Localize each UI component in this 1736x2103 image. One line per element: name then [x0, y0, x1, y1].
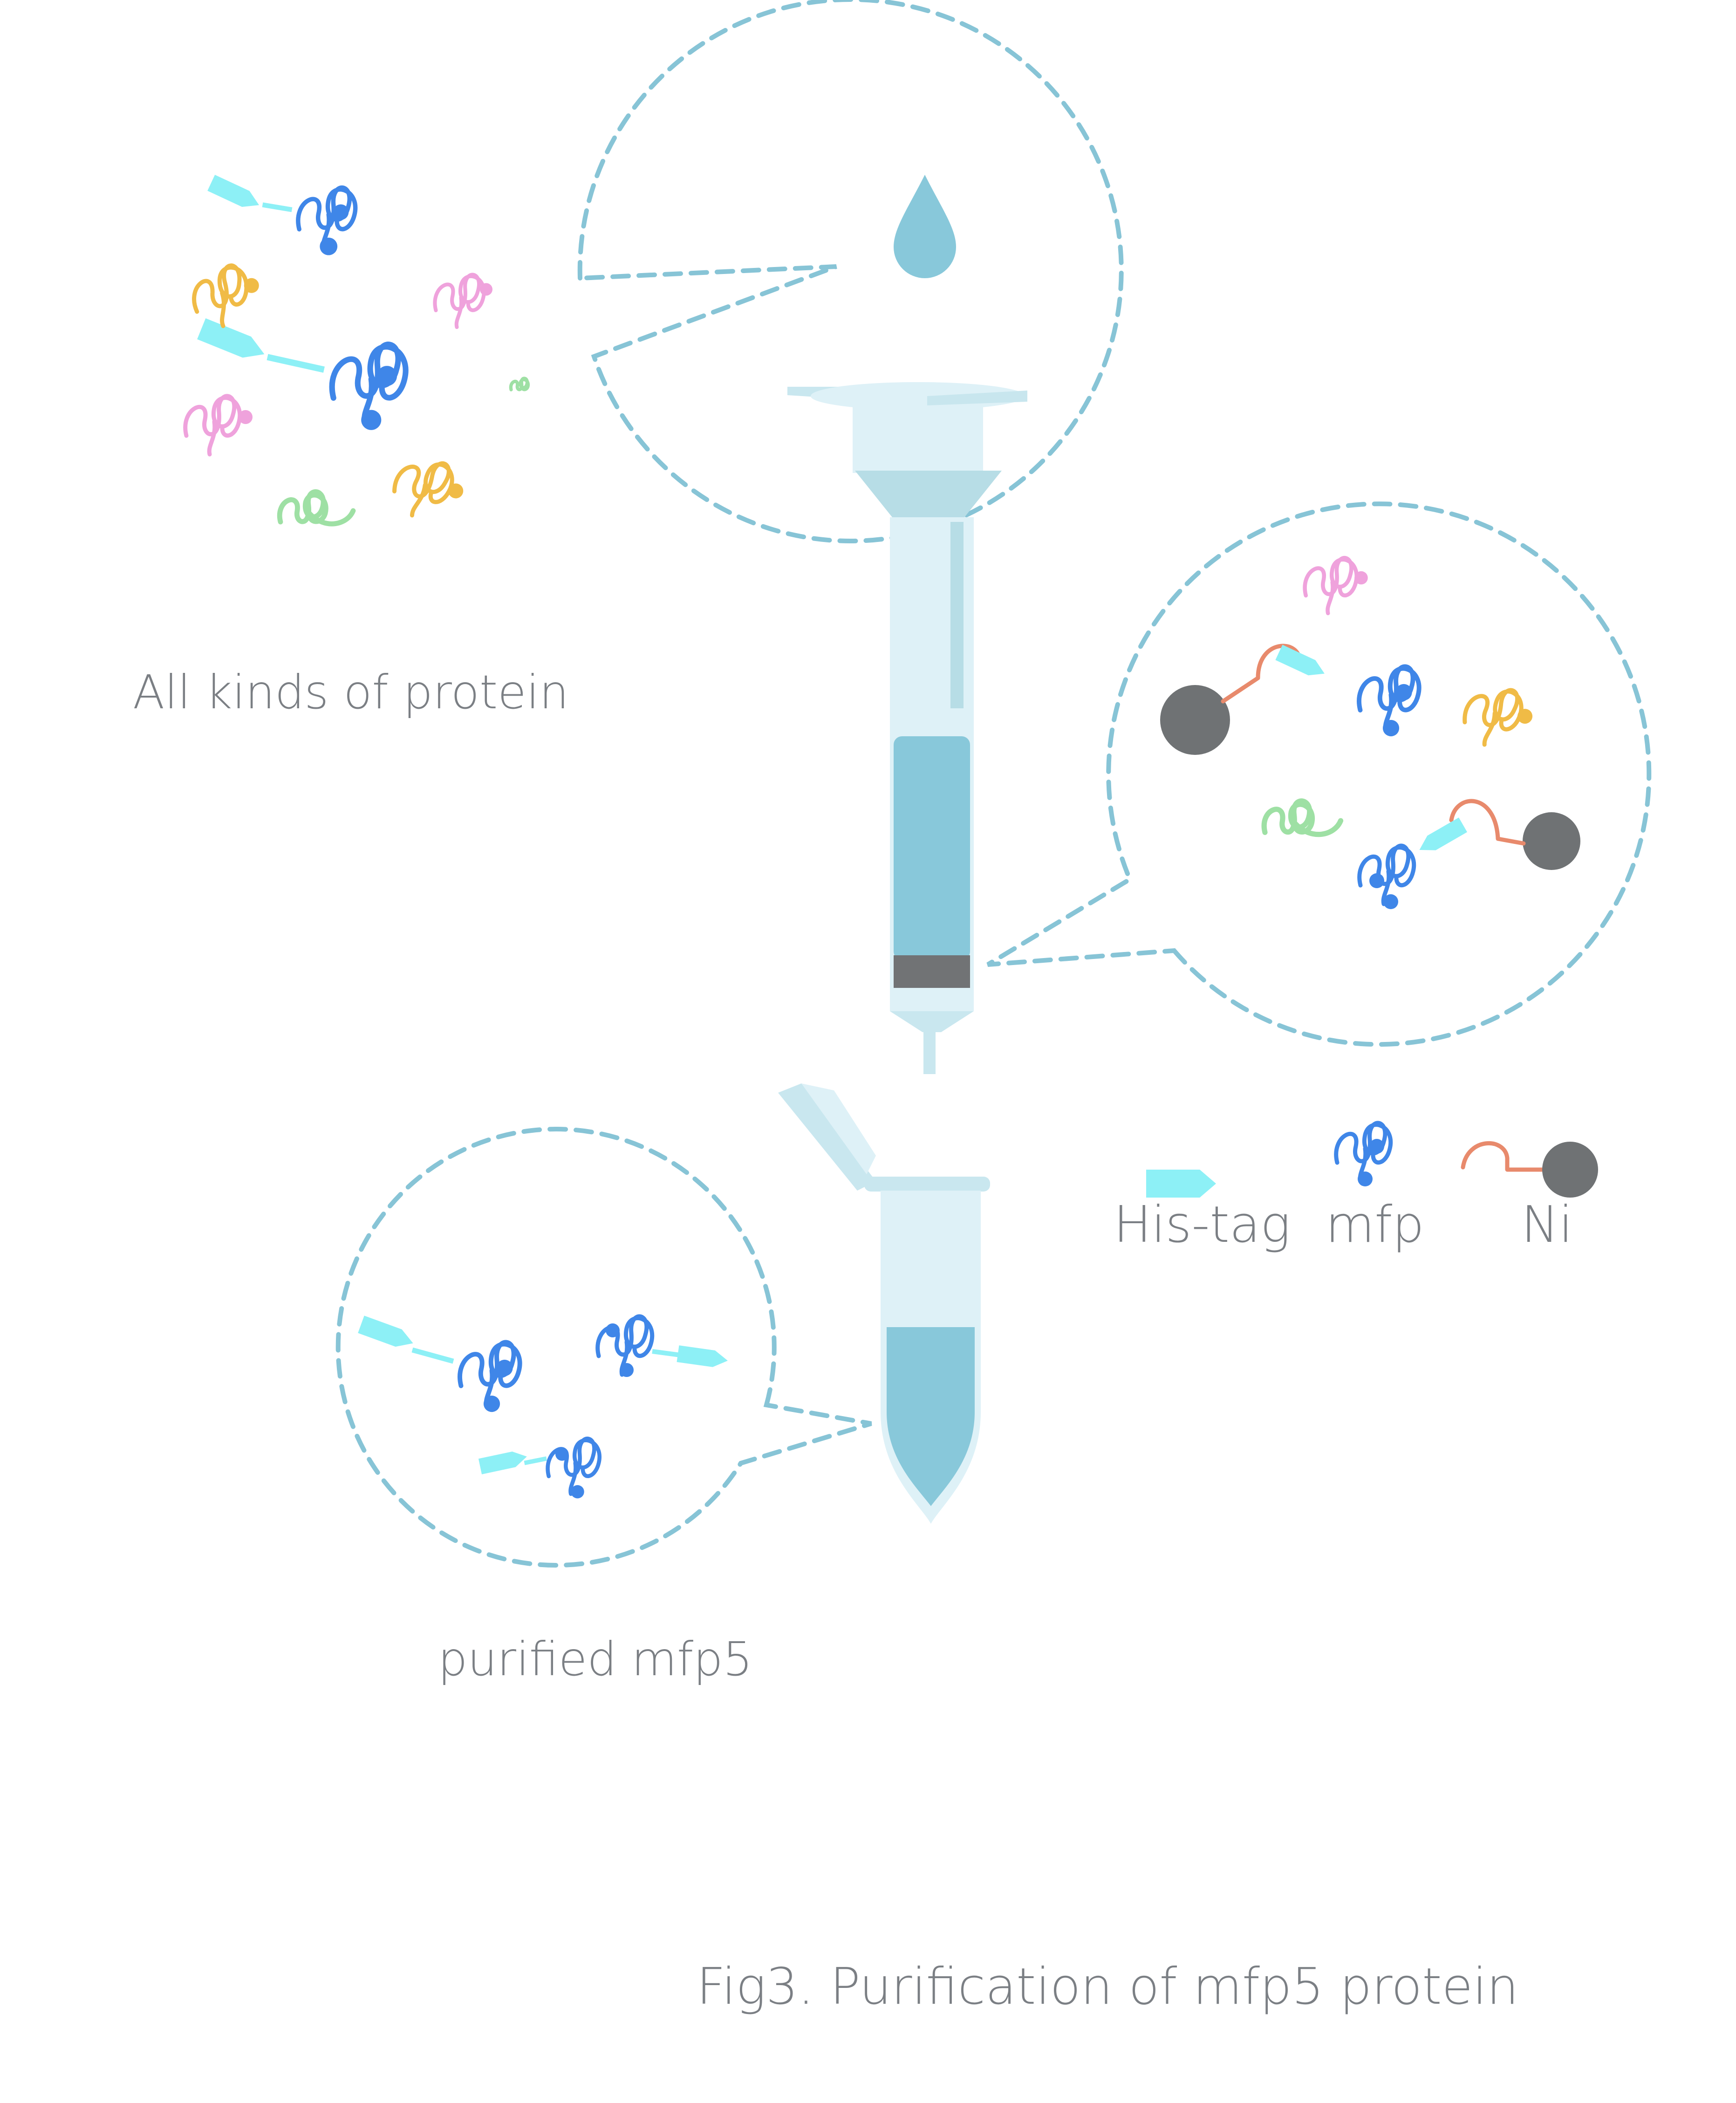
collection-tube	[778, 1083, 990, 1524]
pink-protein	[1305, 558, 1368, 613]
green-protein	[1264, 801, 1344, 837]
legend: His-tag mfp Ni	[1114, 1123, 1598, 1254]
ni-legend-icon	[1461, 1141, 1598, 1198]
mixture-callout	[185, 0, 1124, 543]
yellow-protein	[189, 261, 259, 330]
pink-protein	[185, 396, 253, 454]
mixture-callout-outline	[577, 0, 1124, 543]
figure-caption: Fig3. Purification of mfp5 protein	[697, 1958, 1519, 2016]
mfp-legend-icon	[1336, 1123, 1391, 1186]
product-callout	[335, 1127, 872, 1568]
mfp-tagged-protein	[358, 1315, 519, 1412]
ni-bound-mfp	[1360, 799, 1580, 909]
ni-bound-mfp	[1160, 644, 1419, 755]
green-protein	[511, 378, 528, 390]
yellow-protein	[389, 453, 464, 527]
mfp-legend-label: mfp	[1326, 1196, 1424, 1254]
his-tag-legend-label: His-tag	[1114, 1196, 1291, 1254]
column-callout-outline	[986, 501, 1652, 1047]
column-callout	[986, 501, 1652, 1047]
product-callout-outline	[335, 1127, 872, 1568]
purification-column	[787, 382, 1027, 1074]
mixture-label: All kinds of protein	[133, 665, 569, 719]
green-protein	[280, 492, 356, 527]
mfp-tagged-protein	[598, 1316, 729, 1377]
mfp-tagged-protein	[478, 1439, 600, 1499]
product-label: purified mfp5	[438, 1632, 752, 1686]
ni-legend-label: Ni	[1521, 1196, 1573, 1254]
his-tag-legend-icon	[1146, 1170, 1216, 1198]
mfp-tagged-protein	[197, 318, 405, 430]
sample-drop-icon	[894, 175, 956, 278]
mfp-tagged-protein	[207, 175, 355, 255]
pink-protein	[435, 274, 492, 327]
yellow-protein	[1461, 683, 1533, 752]
